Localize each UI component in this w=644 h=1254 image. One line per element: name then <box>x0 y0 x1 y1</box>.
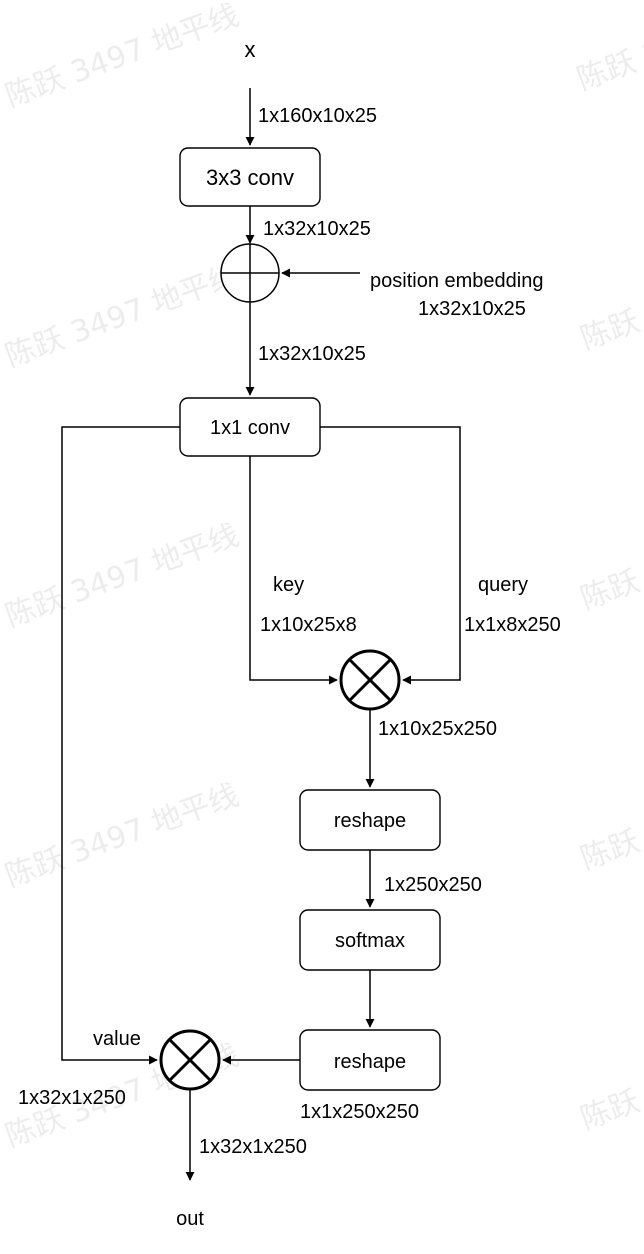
edge-query-to-matmul1 <box>320 426 461 685</box>
svg-text:陈跃 3497 地平线: 陈跃 3497 地平线 <box>1 778 244 895</box>
query-label: query <box>478 574 528 596</box>
svg-text:陈跃 3497 地平线: 陈跃 3497 地平线 <box>573 0 644 98</box>
output-label: out <box>176 1208 204 1230</box>
x-shape-label: 1x160x10x25 <box>258 105 377 127</box>
value-shape-label: 1x32x1x250 <box>18 1087 126 1109</box>
svg-text:陈跃 3497 地平线: 陈跃 3497 地平线 <box>576 500 644 617</box>
conv1x1-label: 1x1 conv <box>210 417 290 439</box>
reshape1-out-label: 1x250x250 <box>384 874 482 896</box>
conv1x1-node: 1x1 conv <box>179 397 321 457</box>
reshape2-node: reshape <box>299 1029 441 1091</box>
svg-text:陈跃 3497 地平线: 陈跃 3497 地平线 <box>576 240 644 357</box>
key-shape-label: 1x10x25x8 <box>260 614 357 636</box>
key-label: key <box>273 574 304 596</box>
watermark: 陈跃 3497 地平线 陈跃 3497 地平线 陈跃 3497 地平线 陈跃 3… <box>1 0 644 1155</box>
softmax-node: softmax <box>299 909 441 971</box>
value-label: value <box>93 1028 141 1050</box>
multiply-operator-1-icon <box>339 649 401 711</box>
reshape1-node: reshape <box>299 789 441 851</box>
out-shape-label: 1x32x1x250 <box>199 1136 307 1158</box>
edge-key-to-matmul1 <box>249 456 338 685</box>
conv3x3-out-label: 1x32x10x25 <box>263 218 371 240</box>
reshape2-label: reshape <box>334 1051 406 1073</box>
softmax-label: softmax <box>335 930 405 952</box>
svg-text:陈跃 3497 地平线: 陈跃 3497 地平线 <box>1 518 244 635</box>
svg-text:陈跃 3497 地平线: 陈跃 3497 地平线 <box>1 0 244 115</box>
svg-text:陈跃 3497 地平线: 陈跃 3497 地平线 <box>1 258 244 375</box>
add-operator-icon <box>220 243 280 303</box>
multiply-operator-2-icon <box>159 1029 221 1091</box>
query-shape-label: 1x1x8x250 <box>464 614 561 636</box>
svg-text:陈跃 3497 地平线: 陈跃 3497 地平线 <box>576 760 644 877</box>
input-label: x <box>245 37 256 62</box>
reshape2-out-label: 1x1x250x250 <box>300 1101 419 1123</box>
add-out-label: 1x32x10x25 <box>258 343 366 365</box>
matmul1-out-label: 1x10x25x250 <box>378 718 497 740</box>
conv3x3-label: 3x3 conv <box>206 165 294 190</box>
position-embedding-shape-label: 1x32x10x25 <box>418 298 526 320</box>
edge-value-to-matmul2 <box>61 426 180 1065</box>
svg-text:陈跃 3497 地平线: 陈跃 3497 地平线 <box>576 1020 644 1137</box>
conv3x3-node: 3x3 conv <box>179 147 321 207</box>
reshape1-label: reshape <box>334 810 406 832</box>
position-embedding-label: position embedding <box>370 270 543 292</box>
